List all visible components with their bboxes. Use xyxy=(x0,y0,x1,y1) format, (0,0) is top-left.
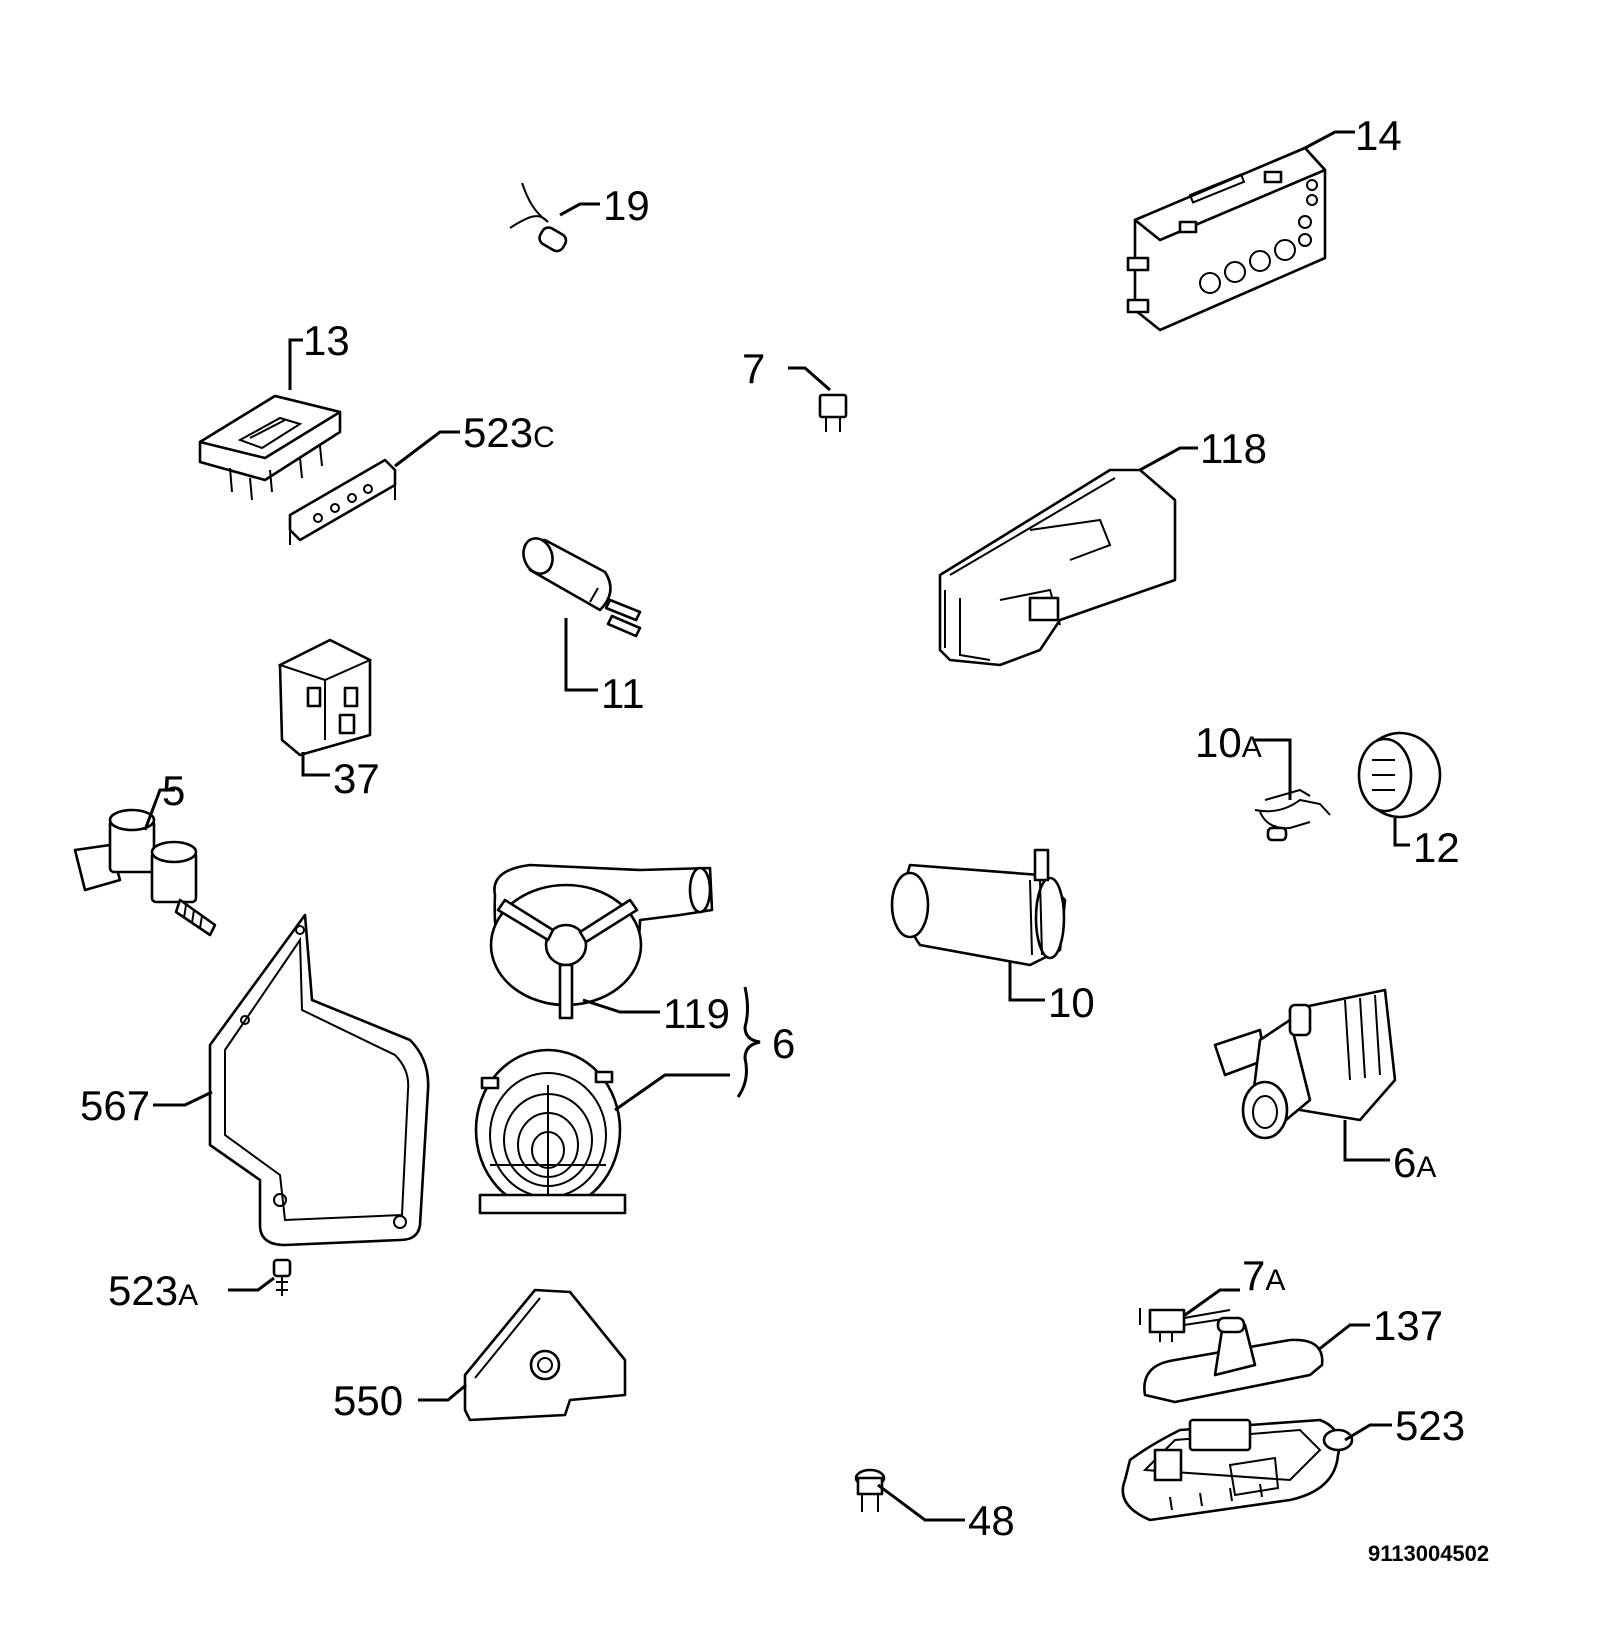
label-part-13: 13 xyxy=(303,317,350,364)
label-part-37: 37 xyxy=(333,755,380,802)
label-part-6a: 6A xyxy=(1393,1139,1436,1186)
cover-550-drawing xyxy=(463,1288,627,1422)
drawing-code: 9113004502 xyxy=(1368,1541,1489,1566)
label-part-10a: 10A xyxy=(1195,719,1262,766)
label-part-119: 119 xyxy=(663,990,730,1037)
capacitor-drawing xyxy=(522,537,642,638)
label-part-550: 550 xyxy=(333,1377,403,1424)
label-part-10: 10 xyxy=(1048,979,1095,1026)
selector-knob-drawing xyxy=(1357,731,1442,819)
bracket-523c-drawing xyxy=(288,458,397,545)
label-part-19: 19 xyxy=(603,182,650,229)
float-drawing xyxy=(1143,1316,1324,1404)
label-part-11: 11 xyxy=(601,670,645,717)
label-part-14: 14 xyxy=(1355,112,1402,159)
label-part-6: 6 xyxy=(772,1020,795,1067)
label-part-137: 137 xyxy=(1373,1302,1443,1349)
screw-523a-drawing xyxy=(272,1258,292,1296)
ntc-sensor-drawing xyxy=(509,182,568,253)
connector-48-drawing xyxy=(854,1468,886,1512)
thermostat-clip-drawing xyxy=(1254,788,1331,842)
inlet-valve-drawing xyxy=(73,808,217,937)
label-part-567: 567 xyxy=(80,1082,150,1129)
fan-housing-drawing xyxy=(489,863,714,1020)
part-labels: 14 19 13 7 523C 118 11 37 10A 12 5 10 11… xyxy=(80,112,1489,1566)
drain-pump-drawing xyxy=(1213,988,1397,1140)
label-part-5: 5 xyxy=(162,767,185,814)
label-part-7a: 7A xyxy=(1242,1252,1285,1299)
cover-plate-drawing xyxy=(208,913,430,1247)
label-part-523c: 523C xyxy=(463,409,555,456)
label-part-48: 48 xyxy=(968,1497,1015,1544)
label-part-523a: 523A xyxy=(108,1267,198,1314)
sump-drawing xyxy=(1121,1418,1354,1522)
fan-motor-drawing xyxy=(474,1048,627,1215)
interference-filter-drawing xyxy=(277,638,373,757)
microswitch-drawing xyxy=(1139,1308,1231,1342)
relay-drawing xyxy=(818,393,848,432)
label-part-118: 118 xyxy=(1200,425,1267,472)
switch-block-drawing xyxy=(198,394,342,501)
label-part-7: 7 xyxy=(742,345,765,392)
label-part-12: 12 xyxy=(1413,824,1460,871)
dispenser-drawing xyxy=(938,468,1177,667)
label-part-523: 523 xyxy=(1395,1402,1465,1449)
control-board-drawing xyxy=(1126,146,1327,332)
heater-drawing xyxy=(890,848,1067,967)
leader-lines xyxy=(143,130,1410,1522)
